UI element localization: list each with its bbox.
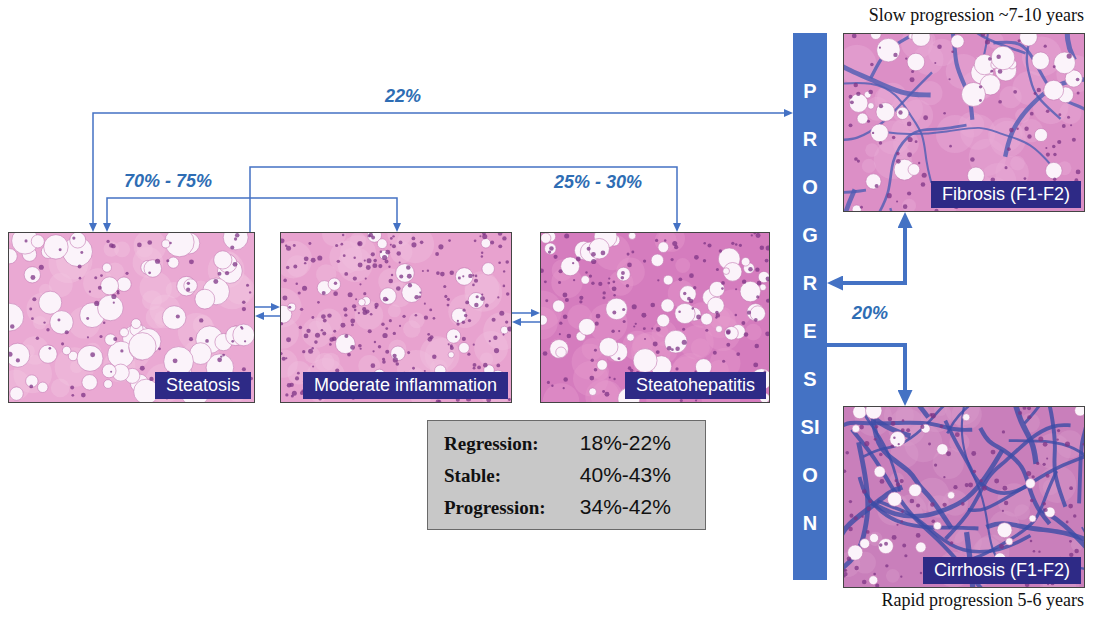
stage-label: Fibrosis (F1-F2) <box>931 181 1081 208</box>
flow-arrow <box>835 220 905 283</box>
histology-image <box>9 233 254 402</box>
stage-label: Steatohepatitis <box>625 372 766 399</box>
flow-arrow <box>258 315 280 317</box>
stage-label: Steatosis <box>155 372 251 399</box>
stat-label: Stable: <box>444 465 564 487</box>
stats-box: Regression: 18%-22% Stable: 40%-43% Progress… <box>427 420 706 530</box>
stat-label: Progression: <box>444 497 564 519</box>
stat-value: 34%-42% <box>580 495 689 519</box>
histology-image <box>281 233 511 402</box>
flow-arrow <box>512 312 537 314</box>
histology-panel: Cirrhosis (F1-F2)Rapid progression 5-6 y… <box>843 406 1085 588</box>
edge-label: 20% <box>850 303 890 323</box>
stat-value: 40%-43% <box>580 463 689 487</box>
flow-arrow <box>515 321 540 323</box>
histology-panel: Slow progression ~7-10 yearsFibrosis (F1… <box>843 33 1085 212</box>
stage-label: Moderate inflammation <box>303 372 508 399</box>
progression-bar: PROGRESSION <box>793 33 827 580</box>
flow-arrow <box>107 198 397 229</box>
flow-arrow <box>250 167 677 232</box>
stage-label: Cirrhosis (F1-F2) <box>923 557 1081 584</box>
bar-letters: PROGRESSION <box>800 67 820 547</box>
histology-image <box>844 34 1084 211</box>
flow-arrow <box>827 345 905 398</box>
flow-arrow <box>255 306 277 308</box>
flow-arrow <box>93 113 790 229</box>
stage-note: Slow progression ~7-10 years <box>869 5 1084 26</box>
histology-panel: Steatohepatitis <box>540 232 770 403</box>
stat-value: 18%-22% <box>580 431 689 455</box>
histology-panel: Moderate inflammation <box>280 232 512 403</box>
stage-note: Rapid progression 5-6 years <box>882 590 1084 611</box>
edge-label: 22% <box>383 86 423 106</box>
stat-label: Regression: <box>444 433 564 455</box>
histology-panel: Steatosis <box>8 232 255 403</box>
edge-label: 25% - 30% <box>552 172 644 192</box>
edge-label: 70% - 75% <box>122 171 214 191</box>
histology-image <box>541 233 769 402</box>
histology-image <box>844 407 1084 587</box>
